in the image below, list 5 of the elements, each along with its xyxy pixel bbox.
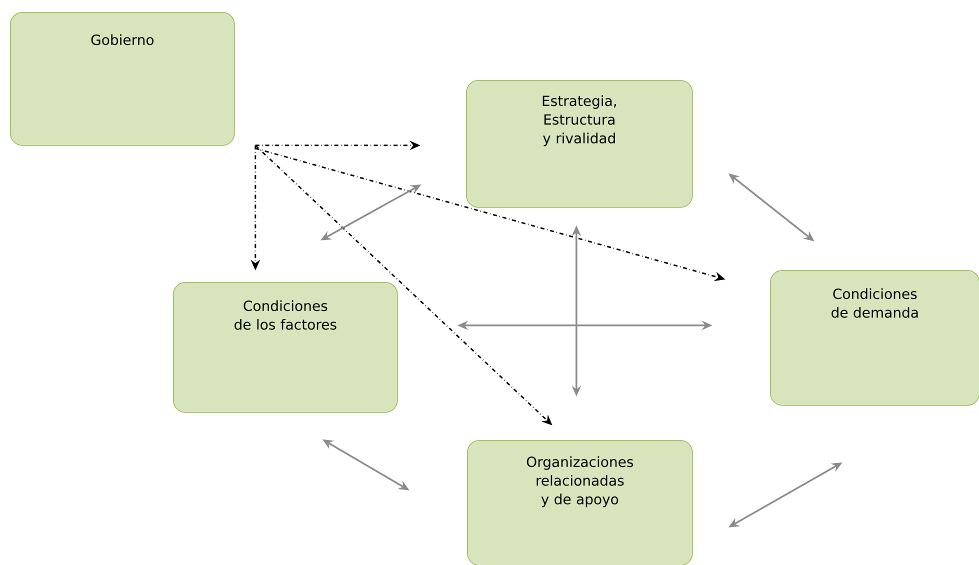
process-box: Condiciones de demanda <box>770 270 979 406</box>
process-box: Gobierno <box>10 12 235 146</box>
process-box: Organizaciones relacionadas y de apoyo <box>467 440 693 565</box>
process-box: Estrategia, Estructura y rivalidad <box>466 80 693 208</box>
process-box: Condiciones de los factores <box>173 282 398 413</box>
